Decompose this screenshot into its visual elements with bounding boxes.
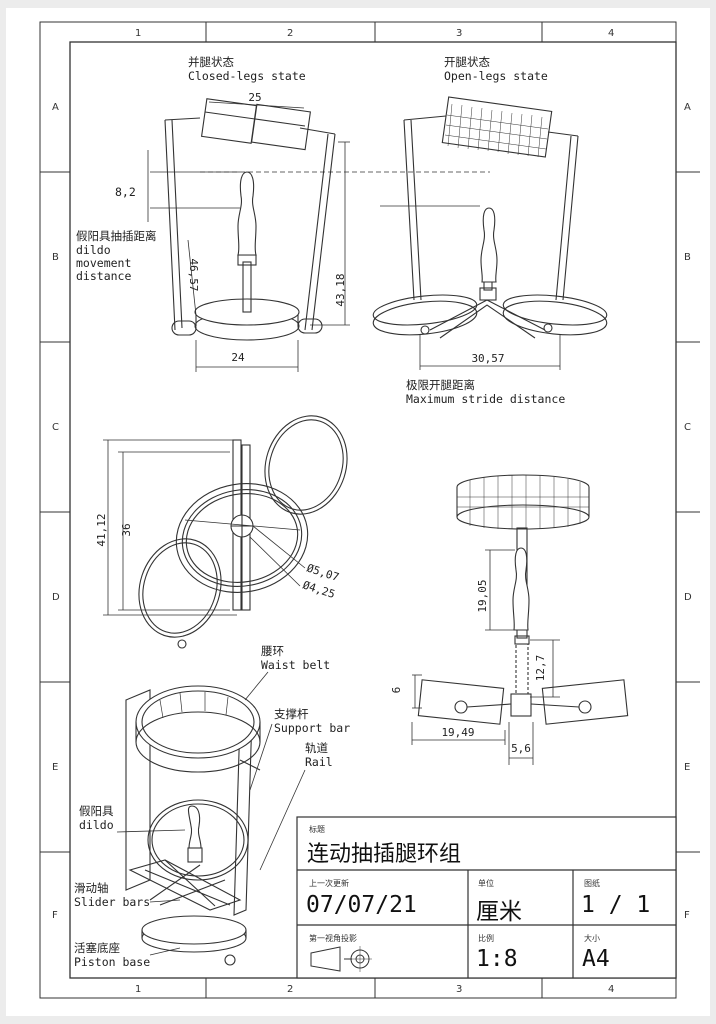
open-legs-label-zh: 开腿状态 (444, 55, 490, 69)
side-view (417, 474, 629, 725)
zone-col-4-bottom: 4 (608, 984, 615, 995)
closed-legs-label-en: Closed-legs state (188, 69, 306, 83)
zone-row-e-left: E (52, 762, 59, 773)
drawing-title: 连动抽插腿环组 (307, 842, 462, 867)
zone-row-f-left: F (52, 910, 58, 921)
projection-field-label: 第一视角投影 (309, 934, 357, 943)
last-updated-date: 07/07/21 (306, 892, 417, 918)
piston-base-label-zh: 活塞底座 (74, 941, 120, 955)
support-bar-label-en: Support bar (274, 721, 351, 735)
dim-41-12: 41,12 (95, 513, 108, 546)
open-legs-view (372, 96, 608, 339)
zone-row-d-right: D (684, 592, 692, 603)
dildo-label-en: dildo (79, 818, 114, 832)
scale-value: 1:8 (476, 946, 518, 972)
zone-row-b-right: B (684, 252, 691, 263)
closed-legs-label-zh: 并腿状态 (188, 55, 234, 69)
dim-46-57: 46,57 (187, 258, 200, 291)
zone-row-a-right: A (684, 102, 691, 113)
slider-bars-label-zh: 滑动轴 (74, 881, 109, 895)
slider-bars-label-en: Slider bars (74, 895, 151, 909)
dim-8-2: 8,2 (115, 185, 136, 199)
zone-row-c-left: C (52, 422, 59, 433)
zone-col-3-top: 3 (456, 28, 463, 39)
title-field-label: 标题 (309, 825, 325, 834)
zone-row-e-right: E (684, 762, 691, 773)
zone-row-f-right: F (684, 910, 690, 921)
stride-label-zh: 极限开腿距离 (406, 378, 475, 392)
dim-36: 36 (120, 523, 133, 536)
isometric-view (125, 685, 261, 966)
dim-6: 6 (390, 687, 403, 694)
dim-43-18: 43,18 (334, 273, 347, 306)
zone-col-2-bottom: 2 (287, 984, 294, 995)
zone-row-b-left: B (52, 252, 59, 263)
dildo-label-zh: 假阳具 (79, 804, 114, 818)
closed-legs-view (150, 98, 490, 341)
sheet-number: 1 / 1 (581, 892, 651, 918)
piston-base-label-en: Piston base (74, 955, 151, 969)
paper-size: A4 (582, 946, 610, 972)
unit-field-label: 单位 (478, 879, 494, 888)
dim-12-7: 12,7 (534, 655, 547, 682)
rail-label-en: Rail (305, 755, 333, 769)
date-field-label: 上一次更新 (309, 879, 349, 888)
waist-belt-label-zh: 腰环 (261, 644, 284, 658)
zone-row-a-left: A (52, 102, 59, 113)
dildo-movement-label-en-3: distance (76, 269, 132, 283)
zone-row-c-right: C (684, 422, 691, 433)
dim-19-49: 19,49 (441, 726, 474, 739)
scale-field-label: 比例 (478, 934, 494, 943)
unit-value: 厘米 (476, 899, 522, 925)
dim-19-05: 19,05 (476, 579, 489, 612)
projection-symbol (310, 946, 372, 972)
size-field-label: 大小 (584, 934, 600, 943)
dim-30-57: 30,57 (471, 352, 504, 365)
waist-belt-label-en: Waist belt (261, 658, 331, 672)
zone-col-4-top: 4 (608, 28, 615, 39)
open-legs-label-en: Open-legs state (444, 69, 548, 83)
zone-row-d-left: D (52, 592, 60, 603)
stride-label-en: Maximum stride distance (406, 392, 566, 406)
dildo-movement-label-zh: 假阳具抽插距离 (76, 229, 157, 243)
top-view (138, 415, 348, 649)
rail-label-zh: 轨道 (305, 741, 328, 755)
dim-5-6: 5,6 (511, 742, 531, 755)
support-bar-label-zh: 支撑杆 (274, 707, 309, 721)
zone-col-2-top: 2 (287, 28, 294, 39)
zone-col-1-top: 1 (135, 28, 142, 39)
dildo-movement-label-en-1: dildo (76, 243, 111, 257)
dildo-movement-label-en-2: movement (76, 256, 132, 270)
zone-col-1-bottom: 1 (135, 984, 142, 995)
dim-25: 25 (248, 91, 261, 104)
sheet-field-label: 图纸 (584, 879, 600, 888)
zone-col-3-bottom: 3 (456, 984, 463, 995)
dim-24: 24 (231, 351, 245, 364)
